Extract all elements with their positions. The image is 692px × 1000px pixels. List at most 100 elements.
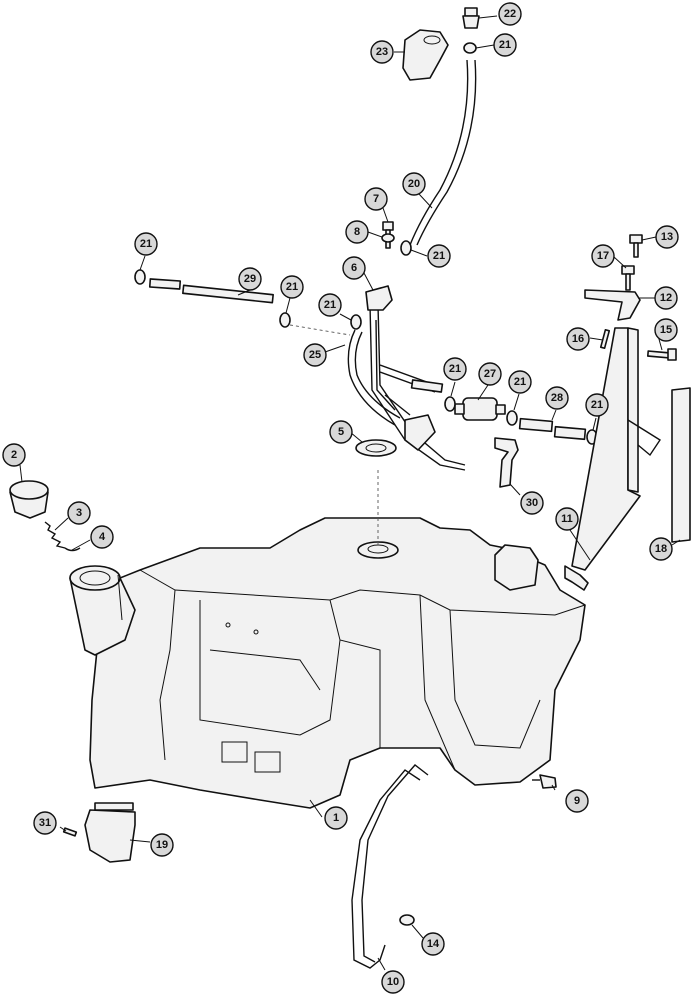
callout-15: 15 (654, 318, 678, 342)
svg-text:1: 1 (333, 812, 339, 824)
strap-clamp (584, 289, 641, 321)
filter-bracket (494, 437, 519, 488)
svg-text:25: 25 (309, 349, 321, 361)
callout-6: 6 (342, 256, 366, 280)
svg-text:7: 7 (373, 193, 379, 205)
callout-21c: 21 (318, 293, 342, 317)
callout-11: 11 (555, 507, 579, 531)
fuel-line-28 (518, 417, 587, 441)
svg-text:22: 22 (504, 8, 516, 20)
callout-4: 4 (90, 525, 114, 549)
vent-cover (402, 29, 449, 81)
bolt-13 (629, 234, 643, 258)
svg-text:9: 9 (574, 795, 580, 807)
breather-valve (462, 7, 480, 29)
fuel-tank (69, 517, 586, 809)
screw-31 (62, 827, 78, 837)
svg-text:19: 19 (156, 839, 168, 851)
svg-text:10: 10 (387, 976, 399, 988)
callout-25: 25 (303, 343, 327, 367)
callout-21h: 21 (585, 393, 609, 417)
svg-text:14: 14 (427, 938, 440, 950)
svg-text:28: 28 (551, 392, 563, 404)
vent-hose (409, 59, 477, 246)
svg-text:31: 31 (39, 817, 51, 829)
svg-text:20: 20 (408, 178, 420, 190)
callout-23: 23 (370, 40, 394, 64)
callout-2: 2 (2, 443, 26, 467)
tank-strap-10 (351, 764, 429, 969)
callout-21a: 21 (134, 232, 158, 256)
svg-text:12: 12 (660, 292, 672, 304)
callout-14: 14 (421, 932, 445, 956)
svg-text:21: 21 (591, 399, 603, 411)
callout-21d: 21 (427, 244, 451, 268)
tank-strap-18 (671, 387, 691, 543)
svg-text:16: 16 (572, 333, 584, 345)
drain-guard (84, 802, 136, 863)
svg-text:21: 21 (499, 39, 511, 51)
callout-5: 5 (329, 420, 353, 444)
svg-text:13: 13 (661, 231, 673, 243)
return-hose-25 (347, 329, 401, 426)
svg-text:27: 27 (484, 368, 496, 380)
svg-text:29: 29 (244, 273, 256, 285)
callout-31: 31 (33, 811, 57, 835)
svg-text:5: 5 (338, 426, 344, 438)
callout-1: 1 (324, 806, 348, 830)
svg-text:30: 30 (526, 497, 538, 509)
svg-text:8: 8 (354, 226, 360, 238)
inline-filter (454, 397, 506, 421)
callout-21f: 21 (443, 357, 467, 381)
callout-19: 19 (150, 833, 174, 857)
callout-13: 13 (655, 225, 679, 249)
bolt-17 (621, 265, 635, 291)
callout-18: 18 (649, 537, 673, 561)
pin-16 (599, 328, 611, 350)
washer-8 (381, 233, 395, 243)
callout-22: 22 (498, 2, 522, 26)
callout-7: 7 (364, 187, 388, 211)
svg-text:4: 4 (99, 531, 106, 543)
svg-text:2: 2 (11, 449, 17, 461)
callout-21e: 21 (493, 33, 517, 57)
callout-12: 12 (654, 286, 678, 310)
svg-text:17: 17 (597, 250, 609, 262)
callout-3: 3 (67, 501, 91, 525)
cap-spring (44, 521, 66, 549)
support-bracket (564, 327, 661, 591)
fuel-line-29 (148, 278, 274, 304)
callout-28: 28 (545, 386, 569, 410)
callout-29: 29 (238, 267, 262, 291)
drain-fitting-9 (532, 774, 557, 789)
svg-text:6: 6 (351, 262, 357, 274)
callout-21g: 21 (508, 370, 532, 394)
svg-text:18: 18 (655, 543, 667, 555)
leader-lines (19, 15, 681, 971)
callout-17: 17 (591, 244, 615, 268)
callout-27: 27 (478, 362, 502, 386)
svg-text:21: 21 (514, 376, 526, 388)
callout-10: 10 (381, 970, 405, 994)
grommet-14 (399, 914, 415, 926)
svg-text:23: 23 (376, 46, 388, 58)
sender-gasket (355, 439, 397, 457)
svg-text:21: 21 (449, 363, 461, 375)
svg-text:15: 15 (660, 324, 672, 336)
svg-text:11: 11 (561, 513, 573, 525)
cap-seal-wire (64, 547, 81, 552)
bolt-15 (646, 348, 677, 361)
callout-21b: 21 (280, 275, 304, 299)
callout-20: 20 (402, 172, 426, 196)
callout-30: 30 (520, 491, 544, 515)
svg-text:21: 21 (433, 250, 445, 262)
callout-9: 9 (565, 789, 589, 813)
svg-text:3: 3 (76, 507, 82, 519)
svg-text:21: 21 (140, 238, 152, 250)
hose-end (410, 379, 444, 393)
filler-cap (9, 480, 49, 519)
callout-16: 16 (566, 327, 590, 351)
svg-text:21: 21 (286, 281, 298, 293)
callout-8: 8 (345, 220, 369, 244)
